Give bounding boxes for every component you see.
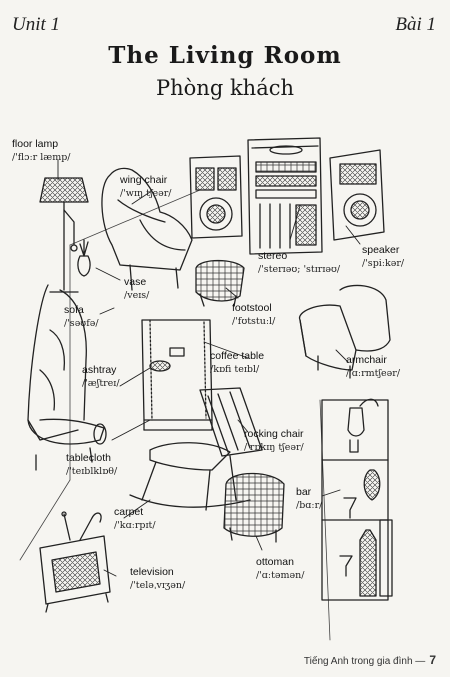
label-phonetic: /'spiːkər/ — [362, 258, 405, 269]
label-word: ottoman — [256, 556, 294, 568]
label-phonetic: /'æʃtreɪ/ — [82, 378, 120, 389]
label-word: ashtray — [82, 364, 117, 376]
label-phonetic: /'sterɪəʊ; 'stɪrɪəʊ/ — [258, 264, 341, 275]
armchair-drawing — [300, 285, 390, 378]
label-phonetic: /'fʊtstuːl/ — [232, 316, 276, 327]
label-phonetic: /'ɑːtəmən/ — [256, 570, 305, 581]
wing-chair-drawing — [102, 168, 192, 290]
lesson-label: Bài 1 — [395, 14, 436, 35]
label-tablecloth: tablecloth /'teɪblklɒθ/ — [66, 452, 117, 478]
right-speaker-drawing — [330, 150, 384, 240]
ottoman-drawing — [224, 474, 284, 543]
label-word: carpet — [114, 506, 144, 518]
label-word: stereo — [258, 250, 288, 262]
label-television: television /'teləˌvɪʒən/ — [130, 566, 185, 592]
label-floor-lamp: floor lamp /'flɔːr læmp/ — [12, 138, 71, 164]
label-vase: vase /veɪs/ — [124, 276, 149, 302]
label-phonetic: /'flɔːr læmp/ — [12, 152, 71, 163]
footstool-drawing — [196, 261, 244, 307]
label-carpet: carpet /'kɑːrpɪt/ — [114, 506, 156, 532]
label-phonetic: /'ɑːrmtʃeər/ — [346, 368, 401, 379]
label-coffee-table: coffee table /kɒfi teɪbl/ — [210, 350, 264, 376]
book-title: Tiếng Anh trong gia đình — — [303, 656, 426, 667]
pointer-lines — [58, 160, 360, 576]
label-word: vase — [124, 276, 147, 288]
label-word: bar — [296, 486, 312, 498]
label-phonetic: /kɒfi teɪbl/ — [210, 364, 260, 375]
floor-lamp-drawing — [40, 178, 88, 292]
page-footer: Tiếng Anh trong gia đình —7 — [304, 653, 436, 667]
label-stereo: stereo /'sterɪəʊ; 'stɪrɪəʊ/ — [258, 250, 340, 276]
page-subtitle: Phòng khách — [156, 76, 294, 100]
label-word: tablecloth — [66, 452, 111, 464]
label-phonetic: /'kɑːrpɪt/ — [114, 520, 156, 531]
page-number: 7 — [429, 653, 436, 667]
label-phonetic: /'rɒkɪŋ tʃeər/ — [244, 442, 304, 453]
label-ottoman: ottoman /'ɑːtəmən/ — [256, 556, 304, 582]
label-phonetic: /veɪs/ — [124, 290, 150, 301]
bar-drawing — [322, 399, 392, 600]
label-wing-chair: wing chair /'wɪŋ tʃeər/ — [120, 174, 172, 200]
label-word: footstool — [232, 302, 272, 314]
label-phonetic: /'teləˌvɪʒən/ — [130, 580, 186, 591]
label-phonetic: /'teɪblklɒθ/ — [66, 466, 118, 477]
label-sofa: sofa /'səʊfə/ — [64, 304, 99, 330]
label-speaker: speaker /'spiːkər/ — [362, 244, 404, 270]
label-word: television — [130, 566, 174, 578]
label-phonetic: /'wɪŋ tʃeər/ — [120, 188, 172, 199]
coffee-table-drawing — [142, 320, 212, 430]
label-phonetic: /bɑːr/ — [296, 500, 323, 511]
sofa-drawing — [28, 285, 106, 470]
label-rocking-chair: rocking chair /'rɒkɪŋ tʃeər/ — [244, 428, 304, 454]
label-word: coffee table — [210, 350, 265, 362]
label-word: sofa — [64, 304, 84, 316]
ashtray-drawing — [150, 348, 184, 371]
label-word: rocking chair — [244, 428, 304, 440]
unit-label: Unit 1 — [12, 14, 61, 35]
label-ashtray: ashtray /'æʃtreɪ/ — [82, 364, 120, 390]
label-word: speaker — [362, 244, 400, 256]
label-armchair: armchair /'ɑːrmtʃeər/ — [346, 354, 400, 380]
label-footstool: footstool /'fʊtstuːl/ — [232, 302, 275, 328]
vase-drawing — [78, 240, 90, 276]
label-phonetic: /'səʊfə/ — [64, 318, 99, 329]
label-word: armchair — [346, 354, 387, 366]
stereo-drawing — [248, 138, 322, 254]
page-title: The Living Room — [108, 42, 342, 69]
label-word: floor lamp — [12, 138, 59, 150]
television-drawing — [40, 512, 110, 612]
label-bar: bar /bɑːr/ — [296, 486, 322, 512]
label-word: wing chair — [120, 174, 168, 186]
left-speaker-drawing — [190, 156, 242, 238]
